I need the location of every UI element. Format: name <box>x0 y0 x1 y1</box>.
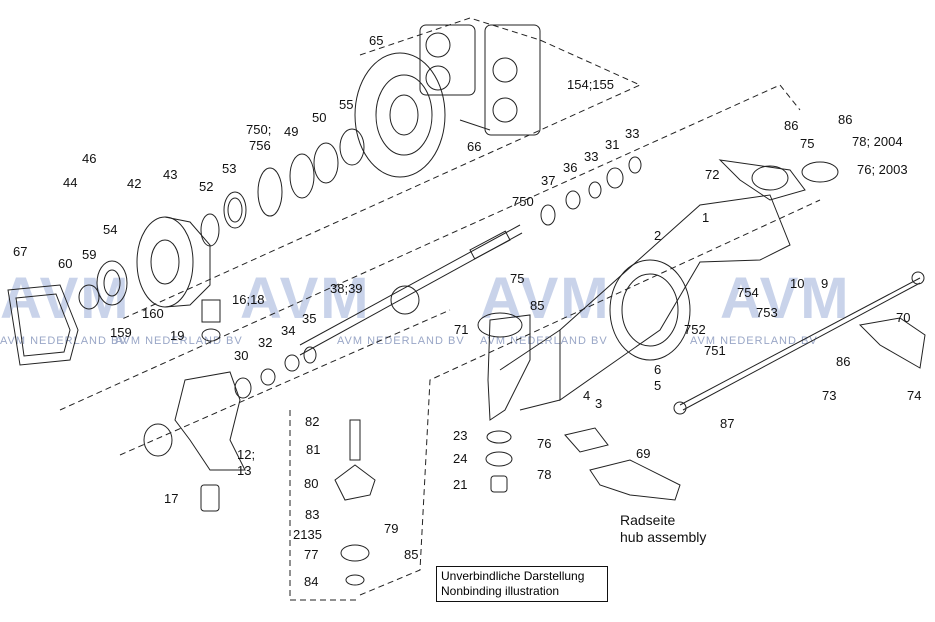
part-label: 23 <box>453 428 468 443</box>
part-label: 2 <box>654 228 662 243</box>
part-label: 44 <box>63 175 78 190</box>
note-line-de: Unverbindliche Darstellung <box>441 569 585 583</box>
part-label: 86 <box>784 118 799 133</box>
caption-line-de: Radseite <box>620 512 676 528</box>
part-label: 76 <box>537 436 552 451</box>
part-label: 50 <box>312 110 327 125</box>
part-label: 78 <box>537 467 552 482</box>
part-label: 71 <box>454 322 469 337</box>
part-label: 82 <box>305 414 320 429</box>
part-label: 74 <box>907 388 922 403</box>
part-label: 24 <box>453 451 468 466</box>
part-label: 84 <box>304 574 319 589</box>
part-label: 17 <box>164 491 179 506</box>
part-label: 73 <box>822 388 837 403</box>
part-label: 37 <box>541 173 556 188</box>
part-label: 52 <box>199 179 214 194</box>
part-label: 19 <box>170 328 185 343</box>
disclaimer-note: Unverbindliche Darstellung Nonbinding il… <box>436 566 608 602</box>
part-label: 2135 <box>293 527 322 542</box>
part-label: 6 <box>654 362 662 377</box>
part-label: 13 <box>237 463 252 478</box>
part-label: 32 <box>258 335 273 350</box>
part-label: 16;18 <box>232 292 265 307</box>
part-label: 10 <box>790 276 805 291</box>
part-label: 69 <box>636 446 651 461</box>
watermark-text-5: AVM NEDERLAND BV <box>690 335 818 347</box>
part-label: 751 <box>704 343 726 358</box>
part-label: 77 <box>304 547 319 562</box>
part-label: 76; 2003 <box>857 162 908 177</box>
part-label: 80 <box>304 476 319 491</box>
part-label: 86 <box>838 112 853 127</box>
part-label: 30 <box>234 348 249 363</box>
watermark-2: AVM <box>240 266 371 331</box>
part-label: 83 <box>305 507 320 522</box>
part-label: 72 <box>705 167 720 182</box>
watermark-text-1: AVM NEDERLAND BV <box>0 335 128 347</box>
watermark-text-3: AVM NEDERLAND BV <box>337 335 465 347</box>
part-label: 756 <box>249 138 271 153</box>
part-label: 35 <box>302 311 317 326</box>
part-label: 36 <box>563 160 578 175</box>
part-label: 34 <box>281 323 296 338</box>
part-label: 752 <box>684 322 706 337</box>
part-label: 154;155 <box>567 77 614 92</box>
part-label: 66 <box>467 139 482 154</box>
part-label: 54 <box>103 222 118 237</box>
part-label: 55 <box>339 97 354 112</box>
part-label: 85 <box>530 298 545 313</box>
caption-line-en: hub assembly <box>620 529 707 545</box>
watermark-1: AVM <box>0 266 131 331</box>
part-label: 60 <box>58 256 73 271</box>
watermark-4: AVM <box>720 266 851 331</box>
part-label: 79 <box>384 521 399 536</box>
part-label: 75 <box>800 136 815 151</box>
part-label: 86 <box>836 354 851 369</box>
part-label: 21 <box>453 477 468 492</box>
watermark-3: AVM <box>480 266 611 331</box>
part-label: 3 <box>595 396 603 411</box>
part-label: 81 <box>306 442 321 457</box>
part-label: 42 <box>127 176 142 191</box>
part-label: 59 <box>82 247 97 262</box>
part-label: 1 <box>702 210 710 225</box>
part-label: 750; <box>246 122 272 137</box>
part-label: 65 <box>369 33 384 48</box>
part-label: 78; 2004 <box>852 134 903 149</box>
part-label: 75 <box>510 271 525 286</box>
part-label: 159 <box>110 325 132 340</box>
watermark-text-2: AVM NEDERLAND BV <box>115 335 243 347</box>
part-label: 4 <box>583 388 591 403</box>
part-label: 160 <box>142 306 164 321</box>
part-label: 46 <box>82 151 97 166</box>
part-label: 53 <box>222 161 237 176</box>
part-label: 9 <box>821 276 829 291</box>
part-label: 33 <box>625 126 640 141</box>
note-line-en: Nonbinding illustration <box>441 584 560 598</box>
part-label: 43 <box>163 167 178 182</box>
part-label: 70 <box>896 310 911 325</box>
part-label: 5 <box>654 378 662 393</box>
part-label: 753 <box>756 305 778 320</box>
part-label: 754 <box>737 285 759 300</box>
part-label: 49 <box>284 124 299 139</box>
hub-assembly-caption: Radseite hub assembly <box>620 512 706 546</box>
part-label: 31 <box>605 137 620 152</box>
part-label: 12; <box>237 447 256 462</box>
part-label: 750 <box>512 194 534 209</box>
part-label: 38;39 <box>330 281 363 296</box>
part-label: 87 <box>720 416 735 431</box>
part-label: 67 <box>13 244 28 259</box>
part-label: 33 <box>584 149 599 164</box>
part-label: 85 <box>404 547 419 562</box>
